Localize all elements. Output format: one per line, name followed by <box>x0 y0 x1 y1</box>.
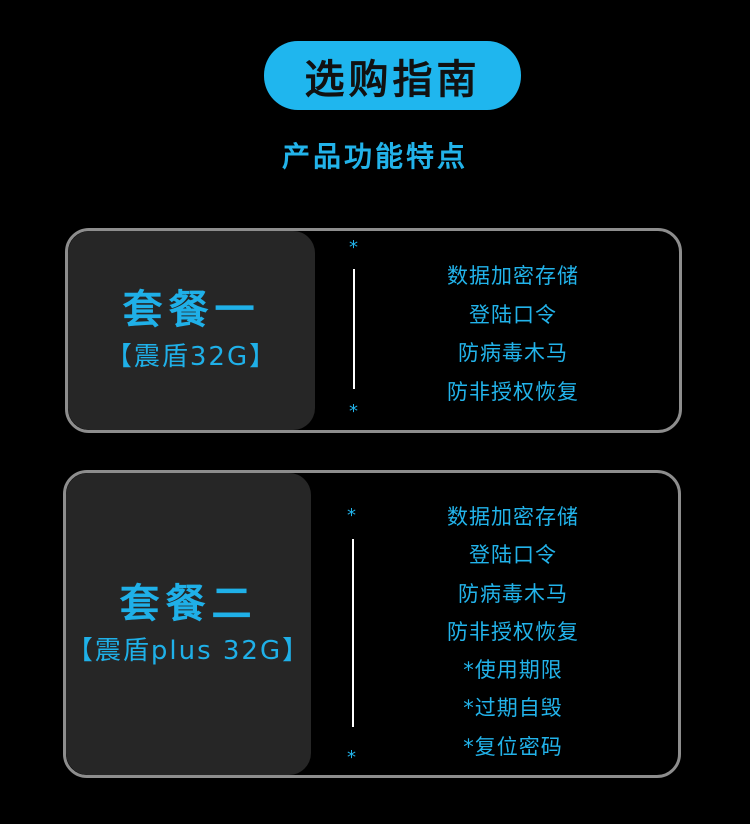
plan-2-feature: 防非授权恢复 <box>447 619 579 644</box>
plan-2-star-bottom: * <box>347 747 356 768</box>
page-title: 选购指南 <box>264 41 521 110</box>
plan-2-feature: *使用期限 <box>463 658 563 683</box>
plan-2-feature: 防病毒木马 <box>458 581 568 606</box>
plan-card-1: 套餐一 【震盾32G】 * * 数据加密存储 登陆口令 防病毒木马 防非授权恢复 <box>65 228 682 433</box>
plan-1-feature-list: 数据加密存储 登陆口令 防病毒木马 防非授权恢复 <box>413 257 613 412</box>
plan-2-feature: 数据加密存储 <box>447 505 579 529</box>
plan-1-star-top: * <box>349 237 358 258</box>
plan-1-feature: 防病毒木马 <box>458 341 568 366</box>
plan-1-label-panel: 套餐一 【震盾32G】 <box>68 231 315 430</box>
plan-1-name: 套餐一 <box>122 287 261 333</box>
plan-2-feature: 登陆口令 <box>469 543 557 568</box>
plan-1-model: 【震盾32G】 <box>105 342 278 372</box>
section-subtitle: 产品功能特点 <box>281 140 468 173</box>
plan-1-star-bottom: * <box>349 401 358 422</box>
plan-1-feature: 数据加密存储 <box>447 264 579 288</box>
plan-1-feature: 登陆口令 <box>469 302 557 327</box>
plan-2-name: 套餐二 <box>119 580 258 627</box>
plan-2-feature: *复位密码 <box>463 734 563 759</box>
plan-card-2: 套餐二 【震盾plus 32G】 * * 数据加密存储 登陆口令 防病毒木马 防… <box>63 470 681 778</box>
plan-1-divider <box>353 269 355 389</box>
plan-2-star-top: * <box>347 505 356 526</box>
plan-2-divider <box>352 539 354 727</box>
plan-1-feature: 防非授权恢复 <box>447 380 579 405</box>
plan-2-model: 【震盾plus 32G】 <box>66 635 311 666</box>
plan-2-feature: *过期自毁 <box>463 696 563 721</box>
plan-2-label-panel: 套餐二 【震盾plus 32G】 <box>66 473 311 775</box>
plan-2-feature-list: 数据加密存储 登陆口令 防病毒木马 防非授权恢复 *使用期限 *过期自毁 *复位… <box>413 498 613 766</box>
